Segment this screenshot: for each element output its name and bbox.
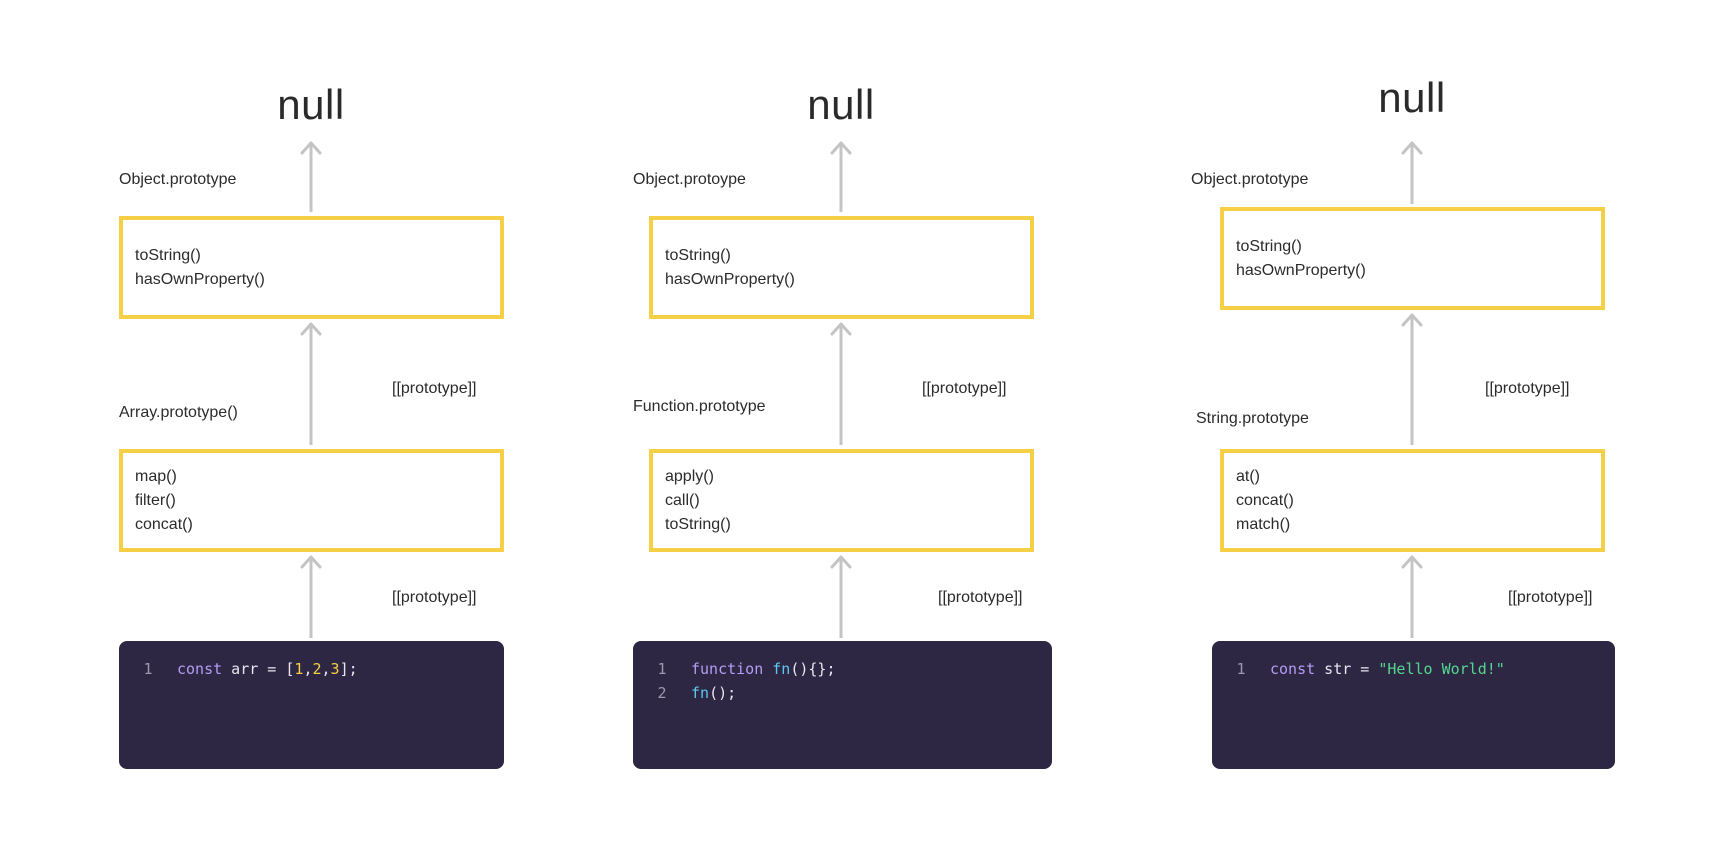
prototype-link-label: [[prototype]] [392,380,477,397]
arrow-up-icon [300,322,322,445]
code-token: (); [709,684,737,702]
code-token: fn [772,660,791,678]
method-item: toString() [135,246,201,264]
method-item: at() [1236,467,1260,485]
code-line: 2 fn(); [633,681,1052,705]
method-item: hasOwnProperty() [665,270,795,288]
method-item: call() [665,491,700,509]
method-item: concat() [135,515,193,533]
line-number: 1 [143,660,153,678]
line-number: 1 [657,660,667,678]
arrow-up-icon [300,555,322,638]
method-item: concat() [1236,491,1294,509]
null-label: null [1378,74,1446,121]
arrow-up-icon [300,141,322,212]
chain-string: null Object.prototype toString() hasOwnP… [1120,0,1717,855]
code-token: fn [691,684,710,702]
arrow-up-icon [1401,141,1423,204]
top-proto-label: Object.prototype [1191,171,1309,188]
code-line: 1 function fn(){}; [633,657,1052,681]
chain-function: null Object.protoype toString() hasOwnPr… [560,0,1120,855]
top-proto-label: Object.prototype [119,171,237,188]
function-prototype-box: apply() call() toString() [649,449,1034,552]
mid-proto-label: Function.prototype [633,398,766,415]
prototype-link-label: [[prototype]] [1508,589,1593,606]
code-text: function fn(){}; [691,657,836,681]
method-item: toString() [1236,237,1302,255]
code-text: const arr = [1,2,3]; [177,657,358,681]
code-token: arr = [ [222,660,295,678]
top-proto-label: Object.protoype [633,171,746,188]
code-text: fn(); [691,681,736,705]
object-prototype-box: toString() hasOwnProperty() [649,216,1034,319]
object-prototype-box: toString() hasOwnProperty() [119,216,504,319]
string-prototype-box: at() concat() match() [1220,449,1605,552]
code-token [763,660,772,678]
code-block: 1 const str = "Hello World!" [1212,641,1615,769]
null-label: null [807,81,875,128]
method-item: hasOwnProperty() [135,270,265,288]
mid-proto-label: String.prototype [1196,410,1309,427]
code-token: (){}; [790,660,836,678]
code-token: 2 [312,660,322,678]
code-token: const [1270,660,1316,678]
method-item: apply() [665,467,714,485]
prototype-link-label: [[prototype]] [392,589,477,606]
code-token: function [691,660,764,678]
line-number: 1 [1236,660,1246,678]
code-token: , [321,660,331,678]
line-number: 2 [657,684,667,702]
method-item: match() [1236,515,1291,533]
code-text: const str = "Hello World!" [1270,657,1505,681]
method-item: map() [135,467,177,485]
arrow-up-icon [830,555,852,638]
chain-array: null Object.prototype toString() hasOwnP… [0,0,560,855]
array-prototype-box: map() filter() concat() [119,449,504,552]
code-line: 1 const str = "Hello World!" [1212,657,1615,681]
code-token: str = [1315,660,1379,678]
prototype-link-label: [[prototype]] [922,380,1007,397]
arrow-up-icon [1401,313,1423,445]
code-token: 1 [294,660,304,678]
code-token: 3 [330,660,340,678]
prototype-link-label: [[prototype]] [1485,380,1570,397]
arrow-up-icon [830,141,852,212]
code-token: , [303,660,313,678]
arrow-up-icon [1401,555,1423,638]
method-item: toString() [665,246,731,264]
object-prototype-box: toString() hasOwnProperty() [1220,207,1605,310]
method-item: filter() [135,491,176,509]
code-token: const [177,660,223,678]
code-token: ]; [339,660,358,678]
arrow-up-icon [830,322,852,445]
prototype-link-label: [[prototype]] [938,589,1023,606]
mid-proto-label: Array.prototype() [119,404,238,421]
method-item: toString() [665,515,731,533]
code-token: "Hello World!" [1378,660,1505,678]
null-label: null [277,81,345,128]
method-item: hasOwnProperty() [1236,261,1366,279]
